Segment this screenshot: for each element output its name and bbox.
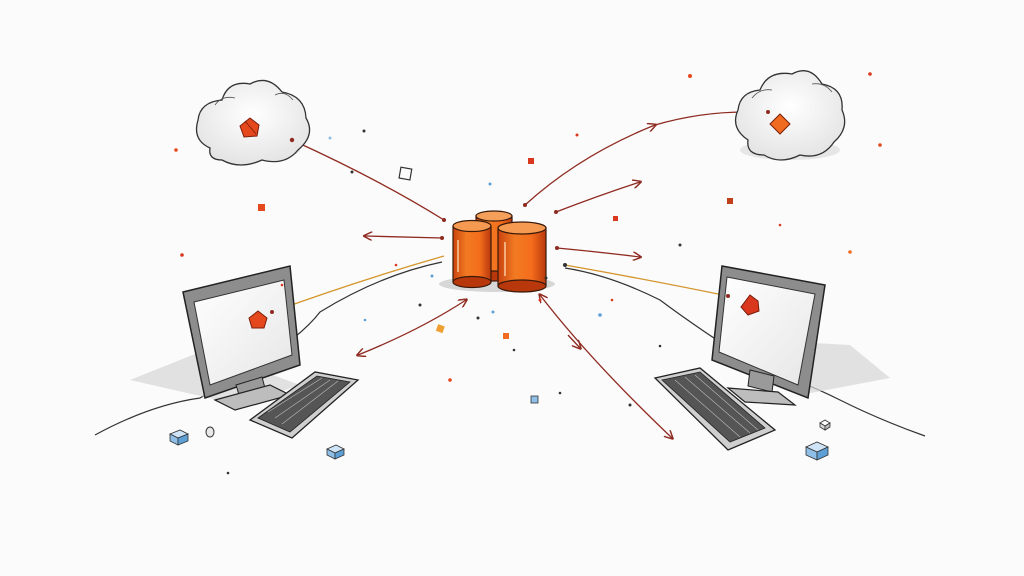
- cube-icon: [398, 166, 413, 181]
- star-marker-icon: [740, 294, 760, 316]
- connection-cloud-right-line: [654, 111, 746, 126]
- desktop-computer-icon: [653, 265, 826, 451]
- connection-double-arrow-right: [540, 295, 672, 438]
- star-marker-icon: [769, 113, 791, 135]
- cube-icon: [613, 216, 618, 221]
- star-marker-icon: [239, 117, 260, 138]
- connection-database-to-left: [365, 236, 443, 238]
- database-cluster: [439, 203, 567, 293]
- cube-icon: [503, 333, 509, 339]
- connection-computer-left-to-database: [271, 255, 445, 313]
- cube-icon: [528, 158, 534, 164]
- connection-midpoint-arrow-right: [567, 334, 580, 348]
- computer-right: [653, 265, 890, 451]
- computer-left: [130, 265, 360, 439]
- cube-icon: [530, 395, 539, 404]
- cloud-left: [195, 79, 311, 166]
- cube-icon: [727, 198, 733, 204]
- cube-icon: [326, 444, 345, 460]
- decorative-particles: [169, 72, 882, 475]
- connection-database-to-cloud-right-lower: [555, 182, 640, 213]
- star-marker-icon: [248, 310, 268, 329]
- cloud-icon: [734, 70, 846, 161]
- connection-double-arrow-left: [358, 300, 466, 355]
- database-cylinders-icon: [452, 210, 547, 293]
- connection-database-to-cloud-right-upper: [524, 125, 655, 206]
- desktop-computer-icon: [182, 265, 360, 439]
- cloud-right: [734, 70, 846, 161]
- cube-icon: [435, 324, 445, 334]
- database-cylinder: [497, 221, 547, 293]
- connection-database-to-computer-right: [564, 264, 729, 297]
- cube-icon: [819, 419, 831, 431]
- cube-icon: [258, 204, 265, 211]
- cube-icon: [805, 441, 829, 461]
- connection-cloud-left-to-database: [291, 139, 445, 221]
- monitor-screen: [193, 279, 293, 386]
- connection-database-to-right: [556, 247, 640, 257]
- cube-icon: [169, 429, 189, 446]
- database-cylinder: [452, 219, 492, 289]
- mouse: [205, 426, 215, 438]
